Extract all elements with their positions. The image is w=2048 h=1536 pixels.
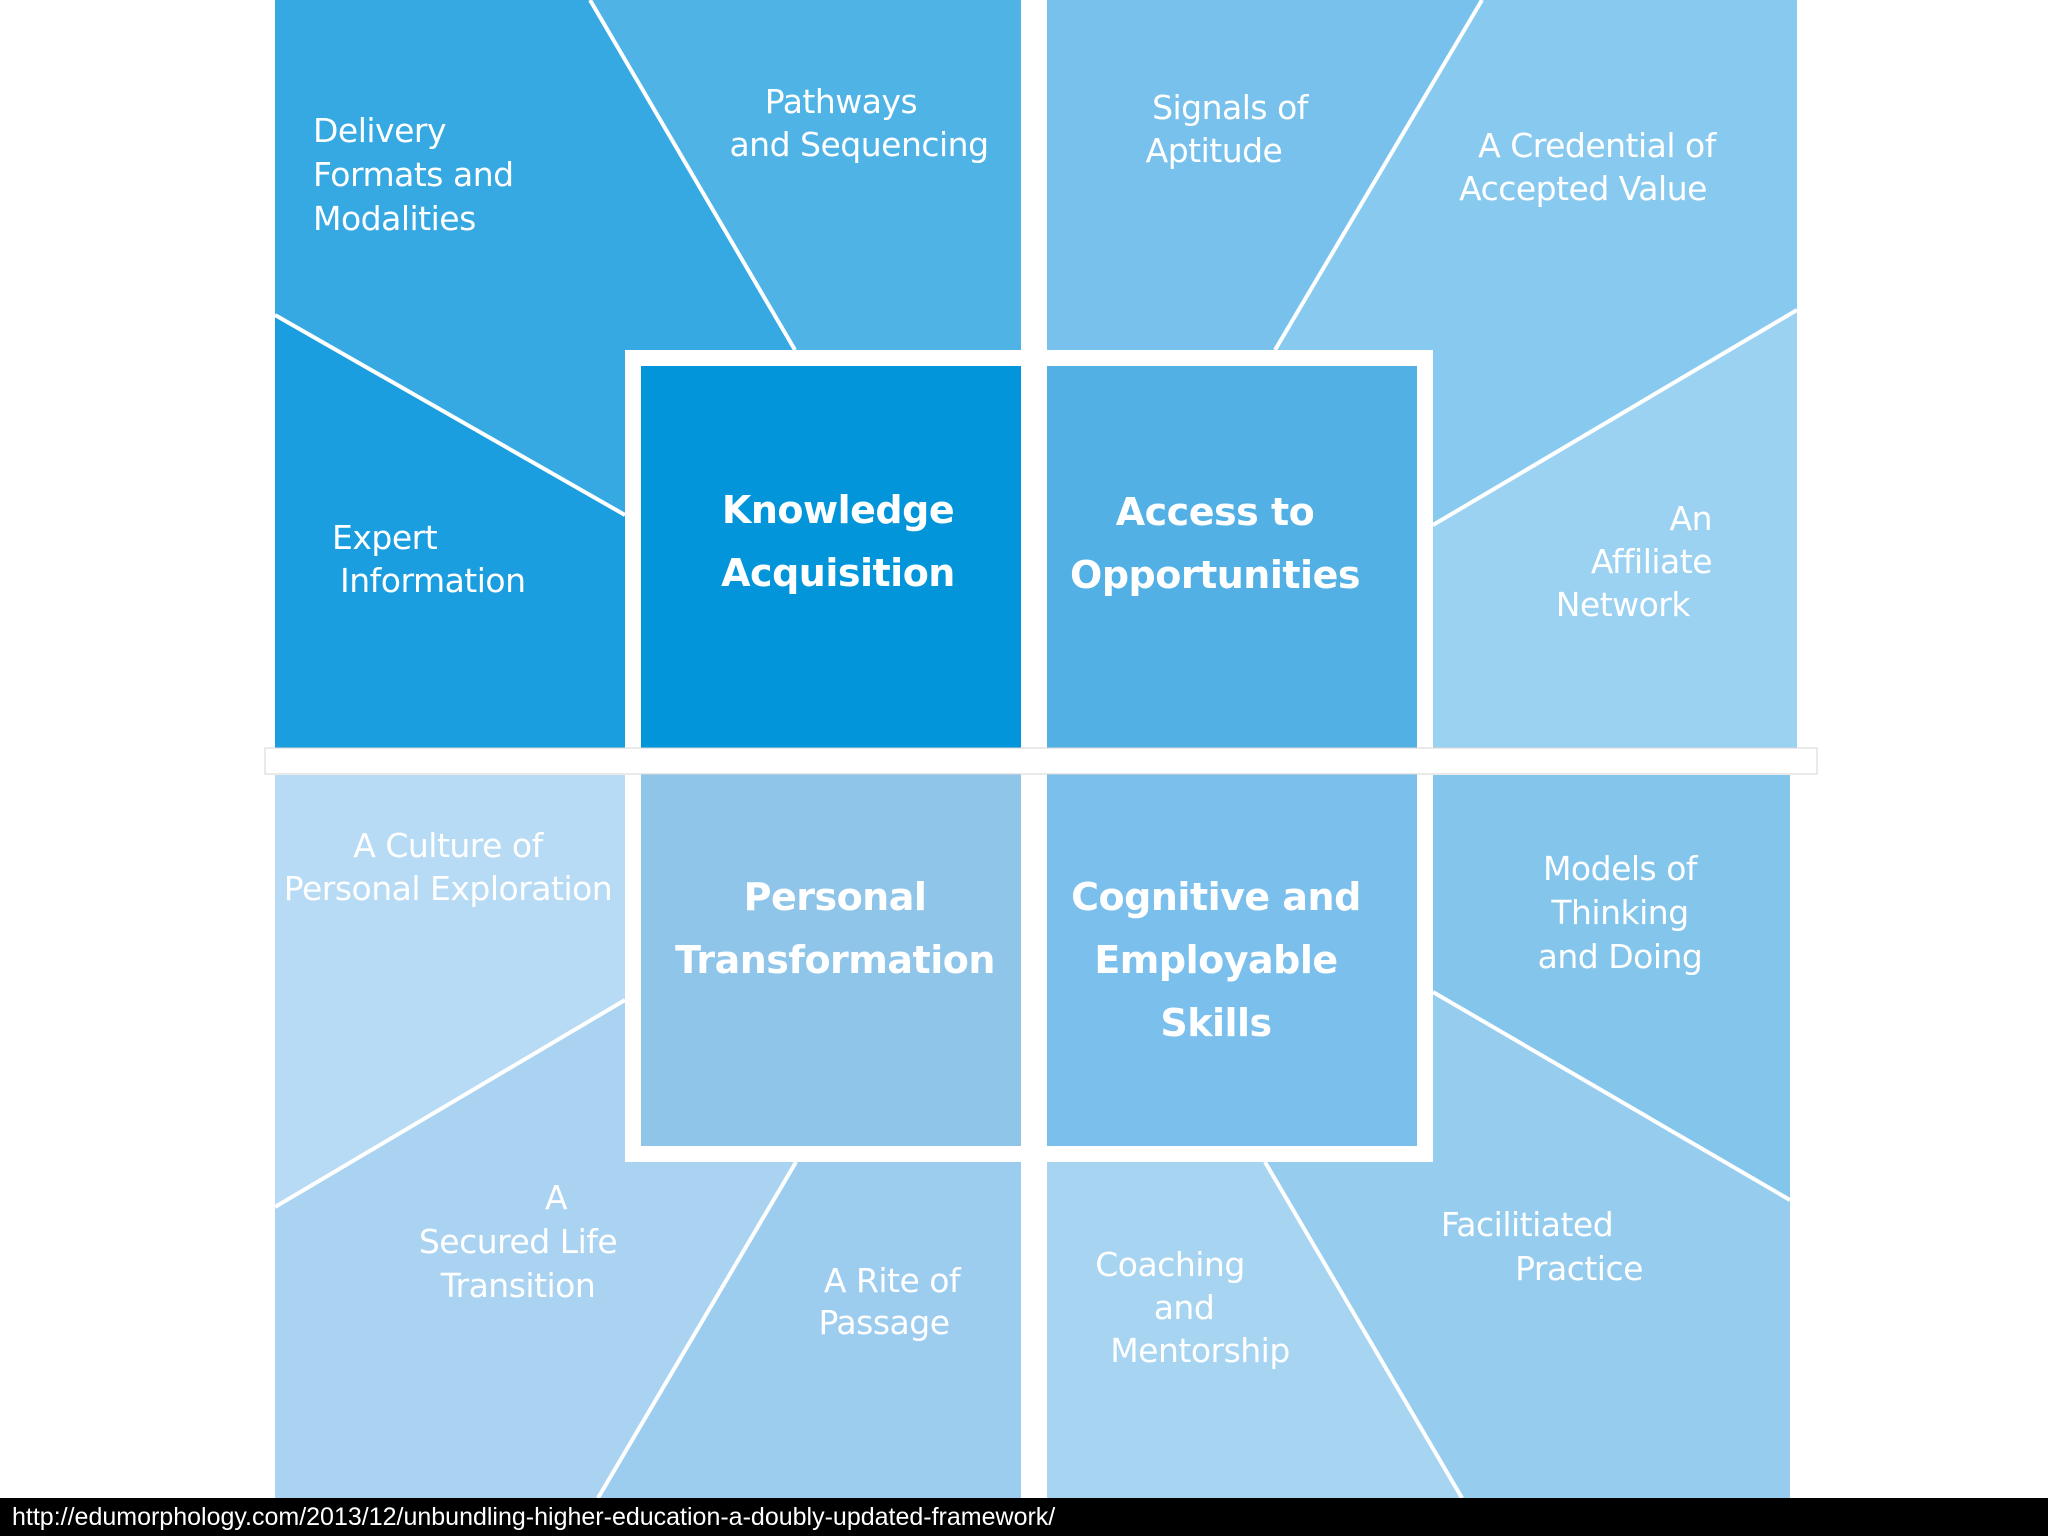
hub-knowledge-acquisition [641, 366, 1021, 748]
petal-label-culture-line: A Culture of [353, 826, 544, 865]
petal-label-coaching-line: Coaching [1095, 1245, 1245, 1284]
petal-affiliate-network [1433, 310, 1797, 750]
petal-label-rite-line: A Rite of [824, 1261, 962, 1300]
petal-divider-line [596, 1160, 798, 1498]
petal-label-culture-line: Personal Exploration [284, 869, 612, 908]
petal-label-culture: A Culture of Personal Exploration [284, 826, 612, 908]
petal-label-secured-line: Secured Life [419, 1222, 617, 1261]
horizontal-divider [264, 747, 1818, 775]
petal-pathways-sequencing [590, 0, 1021, 350]
hub-access-opportunities [1047, 366, 1417, 748]
petal-label-facilitated-line: Facilitiated [1441, 1205, 1613, 1244]
source-bar: http://edumorphology.com/2013/12/unbundl… [0, 1498, 2048, 1536]
petal-label-coaching-line: Mentorship [1110, 1331, 1290, 1370]
hub-personal-transformation [641, 774, 1021, 1146]
petal-label-secured-line: Transition [440, 1266, 596, 1305]
petal-culture-exploration [275, 775, 625, 1207]
petal-label-credential: A Credential of Accepted Value [1459, 126, 1718, 208]
hub-label-cognitive-line: Cognitive and [1071, 875, 1361, 919]
petal-label-credential-line: Accepted Value [1459, 169, 1707, 208]
hub-cognitive-skills [1047, 774, 1417, 1146]
petal-divider-line [588, 0, 797, 352]
petal-label-pathways-line: and Sequencing [729, 125, 988, 164]
petal-divider-line [274, 313, 626, 517]
hub-label-access: Access to Opportunities [1070, 490, 1360, 597]
petal-divider-line [1273, 0, 1484, 352]
petal-label-signals-line: Aptitude [1146, 131, 1283, 170]
petal-divider-line [273, 998, 627, 1209]
hub-label-cognitive-line: Employable [1094, 938, 1337, 982]
petal-label-pathways: Pathways and Sequencing [729, 82, 988, 164]
petal-label-models-line: and Doing [1538, 937, 1703, 976]
petal-label-coaching-line: and [1154, 1288, 1215, 1327]
petal-label-secured-line: A [545, 1178, 568, 1217]
petal-label-models-line: Models of [1543, 849, 1699, 888]
petal-rite-passage [598, 1162, 1021, 1498]
petal-label-signals-line: Signals of [1152, 88, 1310, 127]
petal-facilitated-practice [1265, 992, 1790, 1498]
hub-label-access-line: Access to [1116, 490, 1314, 534]
petal-secured-transition [275, 1000, 796, 1498]
hub-label-personal-line: Personal [744, 875, 927, 919]
petal-divider-line [1431, 308, 1799, 527]
petal-label-facilitated-line: Practice [1515, 1249, 1643, 1288]
petal-label-affiliate-line: Affiliate [1591, 542, 1712, 581]
petal-divider-line [1431, 990, 1792, 1202]
petal-coaching-mentorship [1047, 1162, 1462, 1498]
petal-models-thinking [1433, 775, 1790, 1200]
petal-label-expert-line: Expert [332, 518, 438, 557]
petal-label-signals: Signals of Aptitude [1146, 88, 1310, 170]
petal-label-affiliate-line: An [1670, 499, 1713, 538]
petal-label-models-line: Thinking [1550, 893, 1688, 932]
petal-label-affiliate-line: Network [1556, 585, 1692, 624]
hub-label-knowledge-line: Knowledge [722, 488, 954, 532]
source-url: http://edumorphology.com/2013/12/unbundl… [12, 1503, 1056, 1531]
petal-label-models: Models of Thinking and Doing [1538, 849, 1703, 976]
petal-signals-aptitude [1047, 0, 1482, 350]
petal-label-rite-line: Passage [819, 1303, 950, 1342]
petal-label-delivery-line: Modalities [313, 199, 476, 238]
petal-divider-line [1263, 1160, 1464, 1498]
petal-label-credential-line: A Credential of [1478, 126, 1718, 165]
hub-label-cognitive-line: Skills [1160, 1001, 1271, 1045]
petal-label-expert-line: Information [340, 561, 526, 600]
petal-label-delivery-line: Delivery [313, 111, 446, 150]
petal-label-delivery-line: Formats and [313, 155, 514, 194]
hub-label-personal-line: Transformation [675, 938, 995, 982]
petal-expert-information [275, 315, 625, 750]
hub-label-access-line: Opportunities [1070, 553, 1360, 597]
hub-label-knowledge-line: Acquisition [721, 551, 955, 595]
petal-label-pathways-line: Pathways [765, 82, 917, 121]
